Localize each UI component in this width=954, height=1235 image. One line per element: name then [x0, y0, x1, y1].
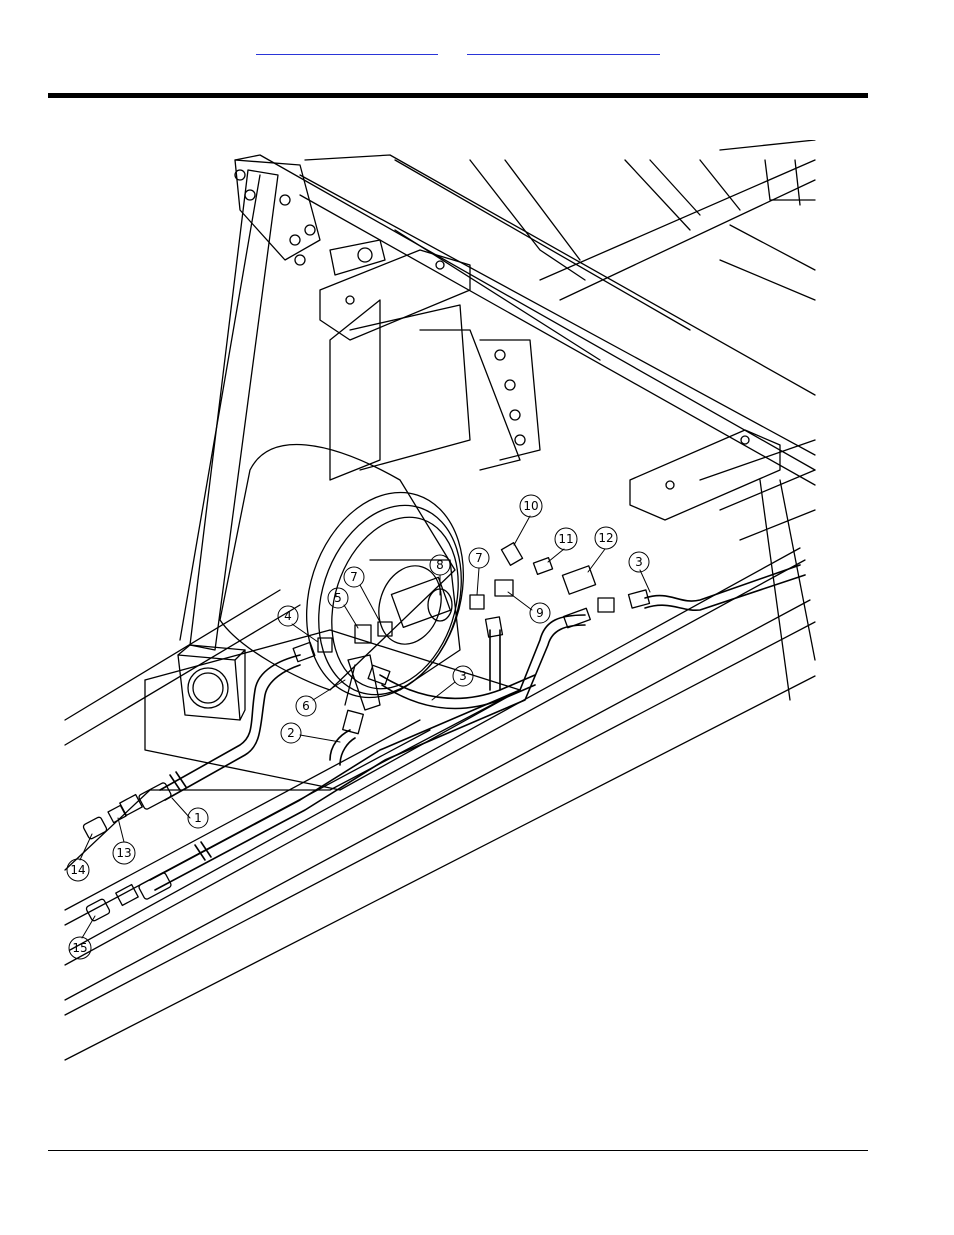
- callout-10-label: 10: [523, 499, 538, 513]
- callout-12: 12: [588, 527, 617, 572]
- callout-8-label: 8: [436, 558, 444, 572]
- callout-7b-label: 7: [475, 551, 483, 565]
- callout-6-label: 6: [302, 699, 310, 713]
- callout-9-label: 9: [536, 606, 544, 620]
- callout-8: 8: [430, 555, 450, 595]
- callout-3b-label: 3: [635, 555, 643, 569]
- callout-1-label: 1: [194, 811, 202, 825]
- callout-4: 4: [278, 606, 318, 642]
- callout-11: 11: [548, 528, 577, 562]
- callout-11-label: 11: [558, 532, 573, 546]
- callout-13: 13: [113, 818, 135, 864]
- frame-structure: [65, 140, 815, 1060]
- bottom-rule: [48, 1150, 868, 1151]
- callout-9: 9: [508, 592, 550, 623]
- top-rule: [48, 93, 868, 98]
- callout-2-label: 2: [287, 726, 295, 740]
- callouts: 1 2 3 3 4 5 6: [67, 495, 650, 959]
- callout-15: 15: [69, 916, 95, 959]
- callout-2: 2: [281, 723, 340, 743]
- callout-10: 10: [514, 495, 542, 545]
- callout-12-label: 12: [598, 531, 613, 545]
- callout-1: 1: [172, 798, 208, 828]
- callout-14-label: 14: [70, 863, 85, 877]
- callout-13-label: 13: [116, 846, 131, 860]
- callout-14: 14: [67, 834, 92, 881]
- callout-4-label: 4: [284, 609, 292, 623]
- hydraulic-hose-diagram: 1 2 3 3 4 5 6: [60, 140, 820, 1080]
- callout-3a-label: 3: [459, 669, 467, 683]
- callout-7b: 7: [469, 548, 489, 595]
- callout-7a-label: 7: [350, 570, 358, 584]
- frame-bolts: [235, 170, 749, 489]
- callout-3a: 3: [432, 666, 473, 700]
- header-link-1[interactable]: [256, 38, 438, 55]
- callout-6: 6: [296, 680, 345, 716]
- callout-3b: 3: [629, 552, 650, 592]
- callout-5-label: 5: [334, 591, 342, 605]
- header-link-2[interactable]: [467, 38, 660, 55]
- callout-15-label: 15: [72, 941, 87, 955]
